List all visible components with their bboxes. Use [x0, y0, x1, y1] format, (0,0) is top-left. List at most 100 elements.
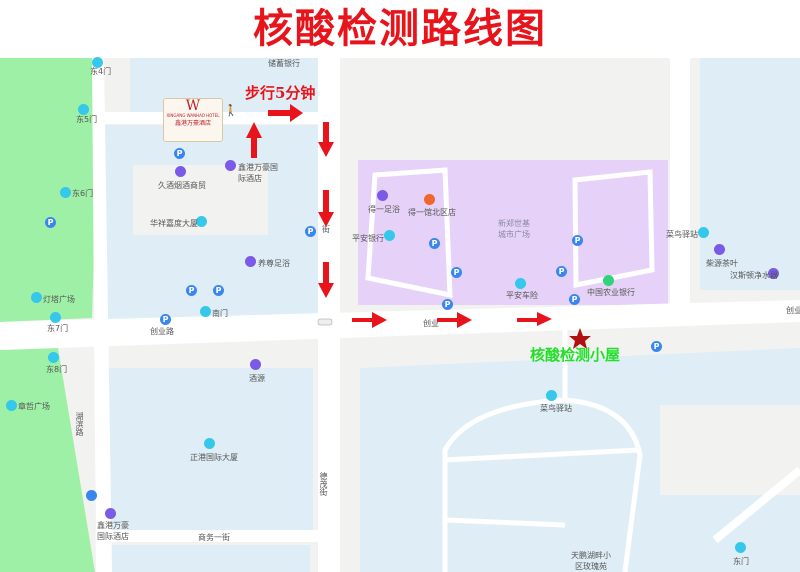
- bank-icon: [515, 278, 526, 289]
- road-label-shangwu: 商务一街: [198, 533, 230, 542]
- parking-icon[interactable]: P: [572, 235, 583, 246]
- building-icon: [204, 438, 215, 449]
- bank-icon: [384, 230, 395, 241]
- poi-deyi-zuyu[interactable]: 得一足浴: [368, 205, 400, 214]
- arrow-down: [318, 262, 334, 298]
- hotel-logo-card[interactable]: W XINGANG WANHAO HOTEL 鑫港万豪酒店: [163, 98, 223, 142]
- poi-cainiao[interactable]: 菜鸟驿站: [666, 230, 698, 239]
- poi-dong7men[interactable]: 东7门: [47, 324, 69, 333]
- poi-deyi-guan[interactable]: 得一馆北区店: [408, 208, 456, 217]
- parking-icon[interactable]: P: [451, 267, 462, 278]
- poi-tianpeng[interactable]: 天鹏湖畔小区玫瑰苑: [571, 551, 611, 571]
- parking-icon[interactable]: P: [556, 266, 567, 277]
- path-east: [712, 466, 800, 544]
- road-demao[interactable]: [318, 58, 340, 572]
- map-canvas[interactable]: [0, 58, 800, 572]
- poi-pingan-car[interactable]: 平安车险: [506, 291, 538, 300]
- route-arrows: [246, 104, 552, 328]
- road-label-chuangye: 创业: [423, 319, 439, 328]
- poi-dong5men[interactable]: 东5门: [76, 115, 98, 124]
- road-shangwu[interactable]: [100, 530, 320, 542]
- parking-icon[interactable]: P: [213, 285, 224, 296]
- gate-icon: [200, 306, 211, 317]
- parking-icon[interactable]: P: [569, 294, 580, 305]
- shop-icon: [714, 244, 725, 255]
- destination-star-icon[interactable]: [569, 328, 591, 349]
- poi-hotel-xingang[interactable]: 鑫港万豪国际酒店: [238, 163, 278, 183]
- parking-icon[interactable]: P: [651, 341, 662, 352]
- road-chuangye[interactable]: [0, 300, 800, 350]
- parking-icon[interactable]: P: [45, 217, 56, 228]
- gate-icon: [78, 104, 89, 115]
- parking-icon[interactable]: P: [442, 299, 453, 310]
- poi-yangzun[interactable]: 养尊足浴: [258, 259, 290, 268]
- poi-jiuyuan[interactable]: 酒源: [249, 374, 265, 383]
- parking-icon[interactable]: P: [186, 285, 197, 296]
- block-east: [660, 405, 800, 495]
- hotel-icon: [225, 160, 236, 171]
- hotel-logo: W: [185, 98, 201, 114]
- gate-icon: [50, 312, 61, 323]
- gate-icon: [60, 187, 71, 198]
- spa-icon: [245, 256, 256, 267]
- road-label-demao: 德茂街: [319, 472, 328, 496]
- poi-chaiyuan[interactable]: 柴源茶叶: [706, 259, 738, 268]
- hotel-name-cn: 鑫港万豪酒店: [174, 120, 211, 127]
- parking-icon[interactable]: P: [429, 238, 440, 249]
- poi-cainiao-south[interactable]: 菜鸟驿站: [540, 404, 572, 413]
- gate-icon: [48, 352, 59, 363]
- arrow-right: [517, 312, 552, 326]
- square-icon: [6, 400, 17, 411]
- bus-stop-icon: [86, 490, 97, 501]
- block: [110, 545, 310, 572]
- pedestrian-icon: 🚶: [224, 104, 238, 117]
- block: [130, 58, 320, 113]
- poi-pingan-bank[interactable]: 平安银行: [352, 234, 384, 243]
- gate-icon: [735, 542, 746, 553]
- page-title: 核酸检测路线图: [253, 5, 547, 52]
- poi-dong6men[interactable]: 东6门: [72, 189, 94, 198]
- square-icon: [31, 292, 42, 303]
- poi-dong8men[interactable]: 东8门: [46, 365, 68, 374]
- poi-huaxiang[interactable]: 华祥嘉度大厦: [150, 219, 198, 228]
- parking-icon[interactable]: P: [305, 226, 316, 237]
- parking-icon[interactable]: P: [174, 148, 185, 159]
- road-label-chuangye: 创业路: [150, 327, 174, 336]
- walk-time-label: 步行5分钟: [245, 84, 316, 102]
- spa-icon: [377, 190, 388, 201]
- community-path: [442, 330, 643, 572]
- destination-label: 核酸检测小屋: [530, 346, 621, 364]
- block: [95, 368, 313, 530]
- road-hubin[interactable]: [92, 58, 112, 572]
- poi-zhangzhe[interactable]: 章哲广场: [18, 402, 50, 411]
- parking-icon[interactable]: P: [160, 314, 171, 325]
- hotel-icon: [105, 508, 116, 519]
- plaza-loop: [365, 167, 453, 299]
- arrow-up: [246, 122, 262, 158]
- park-area: [0, 58, 100, 322]
- park-area-south: [0, 348, 95, 572]
- poi-hansi[interactable]: 汉斯顿净水器: [730, 271, 778, 280]
- shop-icon: [250, 359, 261, 370]
- traffic-light-icon: [317, 318, 333, 326]
- road-east[interactable]: [670, 58, 690, 308]
- poi-nanmen[interactable]: 南门: [212, 309, 228, 318]
- poi-dongmen[interactable]: 东门: [733, 557, 749, 566]
- poi-zhenggang[interactable]: 正港国际大厦: [190, 453, 238, 462]
- poi-top-bank[interactable]: 储蓄银行: [268, 59, 300, 68]
- block: [700, 58, 800, 290]
- road-label-chuangye: 创业: [786, 306, 800, 315]
- poi-jiuyan[interactable]: 久酒烟酒商贸: [158, 181, 206, 190]
- restaurant-icon: [424, 194, 435, 205]
- plaza-name[interactable]: 新郑世基城市广场: [498, 219, 530, 239]
- poi-dong4men[interactable]: 东4门: [90, 67, 112, 76]
- poi-dengta[interactable]: 灯塔广场: [43, 295, 75, 304]
- shop-icon: [175, 166, 186, 177]
- parcel-icon: [546, 390, 557, 401]
- poi-abc-bank[interactable]: 中国农业银行: [587, 288, 635, 297]
- block: [360, 348, 800, 572]
- poi-hotel-xingang-bottom[interactable]: 鑫港万豪国际酒店: [97, 521, 129, 541]
- arrow-down: [318, 122, 334, 157]
- gate-icon: [92, 57, 103, 68]
- arrow-right: [352, 312, 387, 328]
